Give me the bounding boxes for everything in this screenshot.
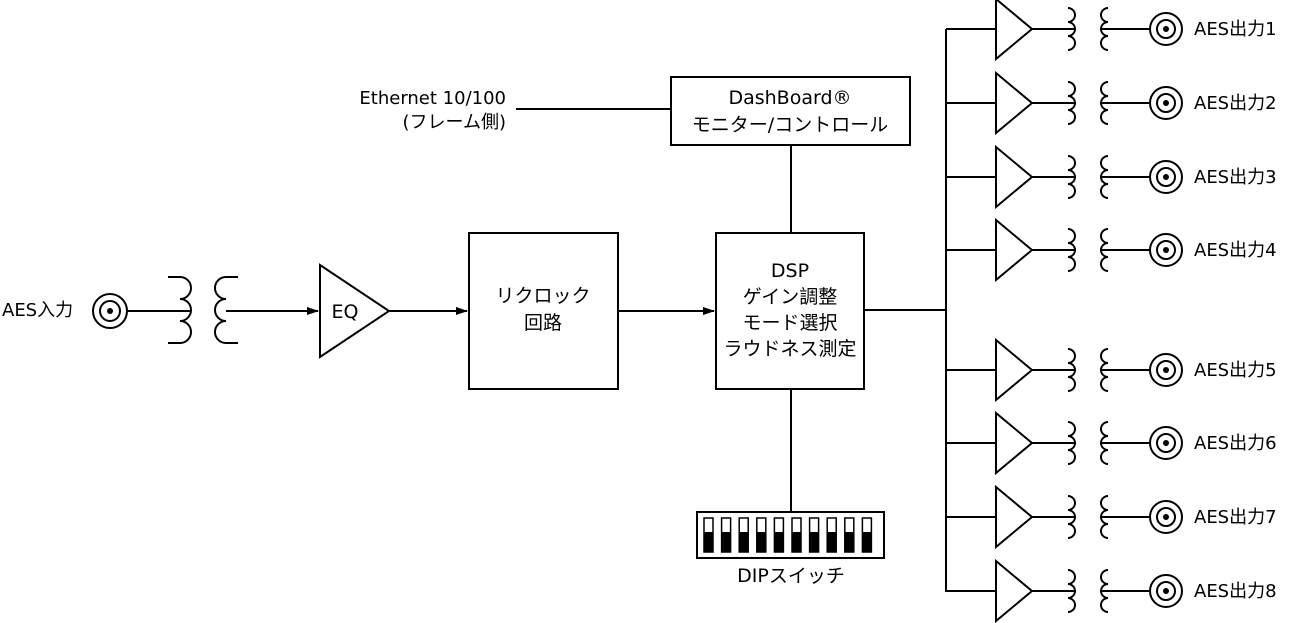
- ethernet-label-line2: (フレーム側): [402, 112, 506, 133]
- reclock-label-line1: リクロック: [495, 285, 590, 307]
- eq-amplifier-triangle: [319, 263, 391, 359]
- output-label: AES出力8: [1194, 581, 1277, 602]
- output-amplifier-triangle: [995, 217, 1034, 283]
- output-bnc-connector-icon: [1149, 160, 1183, 194]
- output-label: AES出力7: [1194, 507, 1277, 528]
- output-label: AES出力2: [1194, 93, 1277, 114]
- output-amplifier-triangle: [995, 558, 1034, 623]
- reclock-label-line2: 回路: [524, 312, 562, 334]
- dip-switch-toggle: [844, 517, 855, 553]
- dsp-label-line4: ラウドネス測定: [723, 338, 856, 360]
- dip-switch-toggle: [756, 517, 767, 553]
- output-channel: AES出力7: [946, 484, 1277, 550]
- output-bnc-connector-icon: [1149, 574, 1183, 608]
- dsp-label-line2: ゲイン調整: [743, 286, 838, 308]
- dashboard-block: [670, 76, 911, 146]
- input-label: AES入力: [2, 300, 73, 321]
- dip-switch-toggle: [826, 517, 837, 553]
- output-channel: AES出力5: [946, 337, 1277, 403]
- output-channels: AES出力1AES出力2AES出力3AES出力4AES出力5AES出力6AES出…: [946, 0, 1277, 623]
- ethernet-label-line1: Ethernet 10/100: [359, 88, 506, 109]
- output-amplifier-triangle: [995, 484, 1034, 550]
- dashboard-label-line2: モニター/コントロール: [692, 114, 888, 136]
- output-bnc-connector-icon: [1149, 500, 1183, 534]
- dip-switch-toggle: [738, 517, 749, 553]
- dip-label: DIPスイッチ: [737, 565, 845, 587]
- dip-switch-toggle: [703, 517, 714, 553]
- output-label: AES出力6: [1194, 433, 1277, 454]
- output-label: AES出力3: [1194, 167, 1277, 188]
- input-bnc-connector-icon: [92, 293, 128, 329]
- output-channel: AES出力1: [946, 0, 1277, 62]
- dsp-block: [715, 232, 865, 390]
- dip-switch-toggle: [720, 517, 732, 553]
- output-channel: AES出力3: [946, 144, 1277, 210]
- output-amplifier-triangle: [995, 0, 1034, 62]
- reclock-block: [468, 232, 619, 390]
- dashboard-label-line1: DashBoard®: [728, 87, 851, 109]
- output-bnc-connector-icon: [1149, 353, 1183, 387]
- output-channel: AES出力4: [946, 217, 1277, 283]
- output-amplifier-triangle: [995, 70, 1034, 136]
- eq-label: EQ: [332, 301, 359, 323]
- output-channel: AES出力8: [946, 558, 1277, 623]
- dsp-label-line1: DSP: [771, 260, 809, 282]
- dip-switch-toggle: [791, 517, 802, 553]
- output-amplifier-triangle: [995, 144, 1034, 210]
- output-bnc-connector-icon: [1149, 426, 1183, 460]
- dsp-label-line3: モード選択: [742, 312, 837, 334]
- output-label: AES出力5: [1194, 360, 1277, 381]
- dip-switch-toggle: [808, 517, 820, 553]
- output-bnc-connector-icon: [1149, 233, 1183, 267]
- dip-switch-array: [703, 517, 873, 553]
- input-transformer-icon: [168, 276, 238, 344]
- output-bnc-connector-icon: [1149, 12, 1183, 46]
- output-label: AES出力4: [1194, 240, 1277, 261]
- dip-switch-toggle: [861, 517, 873, 553]
- output-channel: AES出力2: [946, 70, 1277, 136]
- output-label: AES出力1: [1194, 19, 1277, 40]
- dip-switch-toggle: [773, 517, 785, 553]
- output-amplifier-triangle: [995, 337, 1034, 403]
- output-amplifier-triangle: [995, 410, 1034, 476]
- output-bnc-connector-icon: [1149, 86, 1183, 120]
- output-channel: AES出力6: [946, 410, 1277, 476]
